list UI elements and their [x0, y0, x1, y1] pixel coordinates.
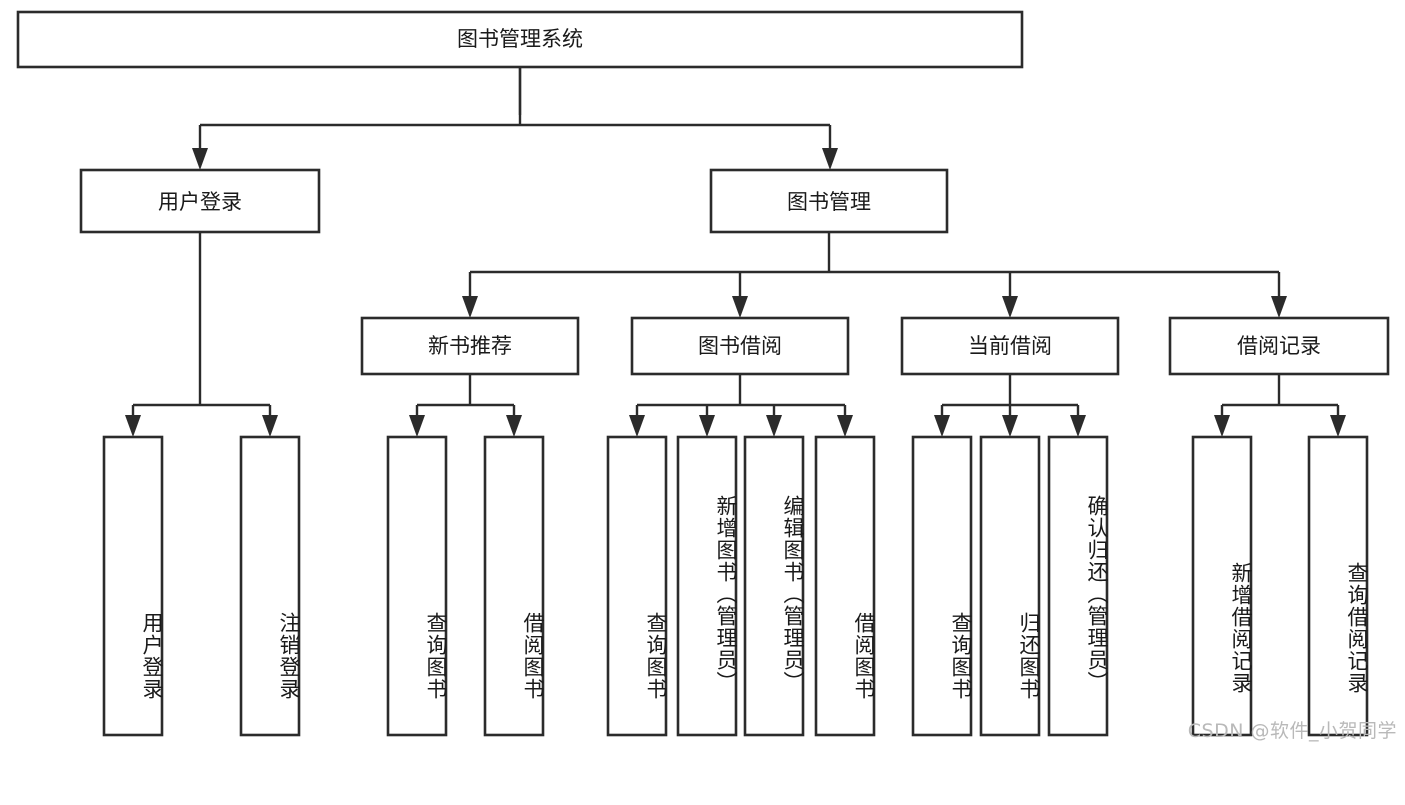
leaf-query-book-current[interactable]	[911, 435, 973, 737]
node-book-borrow-label: 图书借阅	[698, 334, 782, 358]
node-current-borrow-label: 当前借阅	[968, 334, 1052, 358]
arrowhead-br-1	[1214, 415, 1230, 437]
arrowhead-current-borrow	[1002, 296, 1018, 318]
level3-nodes: 新书推荐 图书借阅 当前借阅 借阅记录	[360, 316, 1390, 376]
flowchart-svg: 用户登录 图书管理 图书管理系统 新书推荐 图书借阅	[16, 10, 1390, 737]
leaf-borrow-book[interactable]	[814, 435, 876, 737]
leaf-logout[interactable]	[239, 435, 301, 737]
node-user-login-label: 用户登录	[158, 190, 242, 214]
node-root[interactable]	[16, 10, 1024, 69]
arrowhead-new-book	[462, 296, 478, 318]
arrowhead-newbook-query	[409, 415, 425, 437]
leaf-query-book-borrow[interactable]	[606, 435, 668, 737]
node-user-login[interactable]	[79, 168, 321, 234]
node-borrow-record[interactable]	[1168, 316, 1390, 376]
arrowhead-bb-4	[837, 415, 853, 437]
arrowhead-leaf-userlogin	[125, 415, 141, 437]
arrowhead-cb-1	[934, 415, 950, 437]
leaf-add-borrow-record[interactable]	[1191, 435, 1253, 737]
arrowhead-book-borrow	[732, 296, 748, 318]
root-node: 图书管理系统	[16, 10, 1024, 69]
leaf-user-login[interactable]	[102, 435, 164, 737]
arrowhead-bb-1	[629, 415, 645, 437]
leaf-query-borrow-record[interactable]	[1307, 435, 1369, 737]
arrowhead-cb-3	[1070, 415, 1086, 437]
leaf-confirm-return-admin[interactable]	[1047, 435, 1109, 737]
arrowhead-user-login	[192, 148, 208, 170]
node-book-management-label: 图书管理	[787, 190, 871, 214]
connector-user-login-leaves	[125, 232, 278, 437]
leaf-borrow-book-recommend[interactable]	[483, 435, 545, 737]
node-borrow-record-label: 借阅记录	[1237, 334, 1321, 358]
connector-newbook-leaves	[409, 374, 522, 437]
connector-borrowrecord-leaves	[1214, 374, 1346, 437]
leaf-edit-book-admin[interactable]	[743, 435, 805, 737]
arrowhead-newbook-borrow	[506, 415, 522, 437]
arrowhead-bb-3	[766, 415, 782, 437]
node-current-borrow[interactable]	[900, 316, 1120, 376]
node-new-book-recommend[interactable]	[360, 316, 580, 376]
arrowhead-bb-2	[699, 415, 715, 437]
csdn-watermark: CSDN @软件_小贺同学	[1187, 720, 1397, 742]
connector-currentborrow-leaves	[934, 374, 1086, 437]
arrowhead-cb-2	[1002, 415, 1018, 437]
arrowhead-book-mgmt	[822, 148, 838, 170]
arrowhead-leaf-logout	[262, 415, 278, 437]
arrowhead-borrow-record	[1271, 296, 1287, 318]
leaf-add-book-admin[interactable]	[676, 435, 738, 737]
connector-level3	[462, 232, 1287, 318]
arrowhead-br-2	[1330, 415, 1346, 437]
leaf-nodes	[102, 435, 1369, 737]
connector-bookborrow-leaves	[629, 374, 853, 437]
node-new-book-recommend-label: 新书推荐	[428, 334, 512, 358]
leaf-return-book[interactable]	[979, 435, 1041, 737]
flowchart-canvas: 用户登录 图书管理 图书管理系统 新书推荐 图书借阅	[16, 10, 1397, 742]
leaf-query-book-recommend[interactable]	[386, 435, 448, 737]
node-root-label: 图书管理系统	[457, 27, 583, 51]
